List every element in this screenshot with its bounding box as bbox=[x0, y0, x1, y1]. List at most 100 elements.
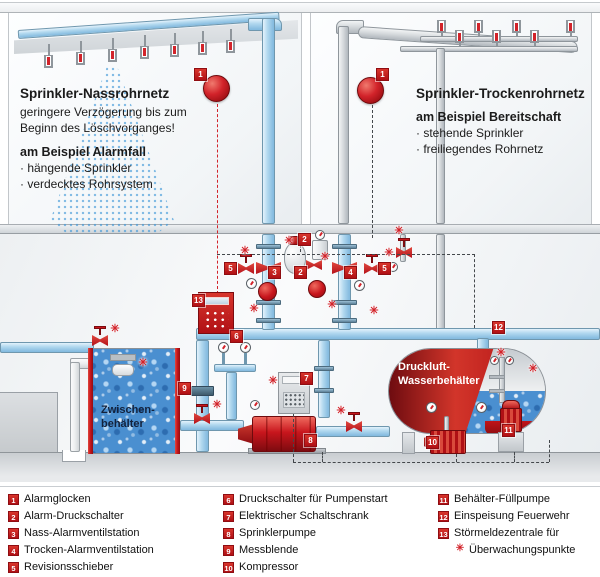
legend-badge-3: 3 bbox=[8, 528, 19, 539]
legend-label-10: Kompressor bbox=[239, 561, 299, 573]
small-valve bbox=[306, 260, 322, 270]
hanging-sprinkler bbox=[170, 33, 179, 60]
accelerator-canister bbox=[312, 240, 328, 260]
wet-panel-text: Sprinkler-Nassrohrnetz geringere Verzöge… bbox=[20, 86, 230, 192]
legend-label-4: Trocken-Alarmventilstation bbox=[24, 544, 154, 556]
pipe-flange bbox=[332, 244, 357, 249]
dip-tube-bar bbox=[489, 389, 505, 393]
monitoring-point-icon: ✳ bbox=[528, 363, 538, 375]
wet-panel-line2: Beginn des Löschvorganges! bbox=[20, 121, 175, 135]
pump-discharge-pipe bbox=[318, 340, 330, 418]
monitoring-point-icon: ✳ bbox=[496, 347, 506, 359]
legend-label-12: Einspeisung Feuerwehr bbox=[454, 510, 570, 522]
monitoring-point-icon: ✳ bbox=[138, 357, 148, 369]
wire-stub bbox=[514, 452, 515, 462]
hanging-sprinkler bbox=[140, 35, 149, 62]
dry-panel-bullet1: · stehende Sprinkler bbox=[416, 126, 524, 140]
pressure-tank-label-1: Druckluft- bbox=[398, 361, 450, 373]
float-ball bbox=[112, 364, 134, 376]
main-distribution-pipe bbox=[196, 328, 600, 340]
upright-sprinkler bbox=[566, 20, 575, 42]
monitoring-wire-top bbox=[217, 254, 475, 255]
legend-label-7: Elektrischer Schaltschrank bbox=[239, 510, 369, 522]
legend-label-3: Nass-Alarmventilstation bbox=[24, 527, 140, 539]
diagram-badge-2-mid: 2 bbox=[294, 266, 307, 279]
diagram-badge-2-top: 2 bbox=[298, 233, 311, 246]
cabinet-grille bbox=[283, 392, 305, 408]
dry-panel-title: Sprinkler-Trockenrohrnetz bbox=[416, 86, 585, 101]
pressure-gauge-icon bbox=[240, 342, 251, 353]
legend-badge-5: 5 bbox=[8, 562, 19, 573]
pipe-flange bbox=[314, 388, 334, 393]
pump-inlet-cone bbox=[238, 424, 254, 444]
float-valve-arm bbox=[110, 354, 136, 361]
legend-badge-8: 8 bbox=[223, 528, 234, 539]
hanging-sprinkler-spraying bbox=[108, 38, 117, 65]
diagram-badge-5-right: 5 bbox=[378, 262, 391, 275]
legend-badge-10: 10 bbox=[223, 562, 234, 573]
tank-fill-valve bbox=[346, 412, 362, 432]
diagram-badge-13: 13 bbox=[192, 294, 205, 307]
intermediate-tank-label-1: Zwischen- bbox=[101, 404, 155, 416]
legend-label-9: Messblende bbox=[239, 544, 299, 556]
pressure-gauge-icon bbox=[246, 278, 257, 289]
hanging-sprinkler bbox=[226, 29, 235, 56]
legend-label-13-line2: Überwachungspunkte bbox=[469, 544, 576, 556]
diagram-badge-1-left: 1 bbox=[194, 68, 207, 81]
monitoring-point-icon: ✳ bbox=[240, 245, 250, 257]
pressure-switch bbox=[290, 236, 298, 245]
pipe-flange bbox=[332, 318, 357, 323]
legend-label-8: Sprinklerpumpe bbox=[239, 527, 317, 539]
dry-panel-text: Sprinkler-Trockenrohrnetz am Beispiel Be… bbox=[416, 86, 591, 157]
pressure-gauge-icon bbox=[218, 342, 229, 353]
upright-sprinkler bbox=[455, 30, 464, 52]
monitoring-point-icon: ✳ bbox=[384, 247, 394, 259]
dry-panel-bullet2: · freiliegendes Rohrnetz bbox=[416, 142, 544, 156]
pressure-gauge-icon bbox=[476, 402, 487, 413]
legend-badge-7: 7 bbox=[223, 511, 234, 522]
dip-tube bbox=[499, 357, 505, 403]
legend-label-11: Behälter-Füllpumpe bbox=[454, 493, 550, 505]
monitoring-point-icon: ✳ bbox=[284, 235, 294, 247]
roof-slab bbox=[0, 2, 600, 13]
legend-badge-6: 6 bbox=[223, 494, 234, 505]
monitoring-wire-right bbox=[474, 254, 475, 328]
switch-stem bbox=[300, 240, 301, 252]
dry-panel-example: am Beispiel Bereitschaft bbox=[416, 110, 562, 124]
gauge-manifold bbox=[214, 364, 256, 372]
legend-badge-9: 9 bbox=[223, 545, 234, 556]
monitoring-point-icon: ✳ bbox=[110, 323, 120, 335]
dry-branch-pipe-2 bbox=[400, 46, 578, 52]
wet-panel-title: Sprinkler-Nassrohrnetz bbox=[20, 86, 170, 101]
dry-riser-pipe bbox=[338, 26, 349, 224]
pressure-gauge-icon bbox=[505, 356, 514, 365]
monitoring-point-icon: ✳ bbox=[212, 399, 222, 411]
wet-panel-bullet1: · hängende Sprinkler bbox=[20, 161, 132, 175]
diagram-badge-8: 8 bbox=[304, 434, 317, 447]
wire-stub bbox=[322, 452, 323, 462]
legend-divider bbox=[0, 486, 600, 487]
pipe-flange bbox=[332, 300, 357, 305]
diagram-badge-1-right: 1 bbox=[376, 68, 389, 81]
pressure-gauge-icon bbox=[315, 230, 325, 240]
diagram-badge-9: 9 bbox=[178, 382, 191, 395]
alarm-signal-line-dry bbox=[372, 105, 373, 238]
wet-riser-pipe bbox=[262, 18, 275, 224]
alarm-gong-valve bbox=[308, 280, 326, 298]
gauge-stem bbox=[244, 353, 247, 365]
wire-stub bbox=[456, 454, 457, 462]
legend-label-2: Alarm-Druckschalter bbox=[24, 510, 124, 522]
dry-secondary-riser-top bbox=[436, 48, 445, 224]
wet-panel-bullet2: · verdecktes Rohrsystem bbox=[20, 177, 153, 191]
diagram-badge-12: 12 bbox=[492, 321, 505, 334]
panel-display bbox=[203, 297, 229, 305]
tank-leg bbox=[402, 432, 415, 454]
diagram-badge-3: 3 bbox=[268, 266, 281, 279]
legend-badge-11: 11 bbox=[438, 494, 449, 505]
pressure-gauge-icon bbox=[250, 400, 260, 410]
retard-chamber bbox=[258, 282, 277, 301]
upright-sprinkler bbox=[530, 30, 539, 52]
wet-panel-example: am Beispiel Alarmfall bbox=[20, 145, 146, 159]
hanging-sprinkler bbox=[76, 41, 85, 68]
plant-floor bbox=[0, 452, 600, 482]
